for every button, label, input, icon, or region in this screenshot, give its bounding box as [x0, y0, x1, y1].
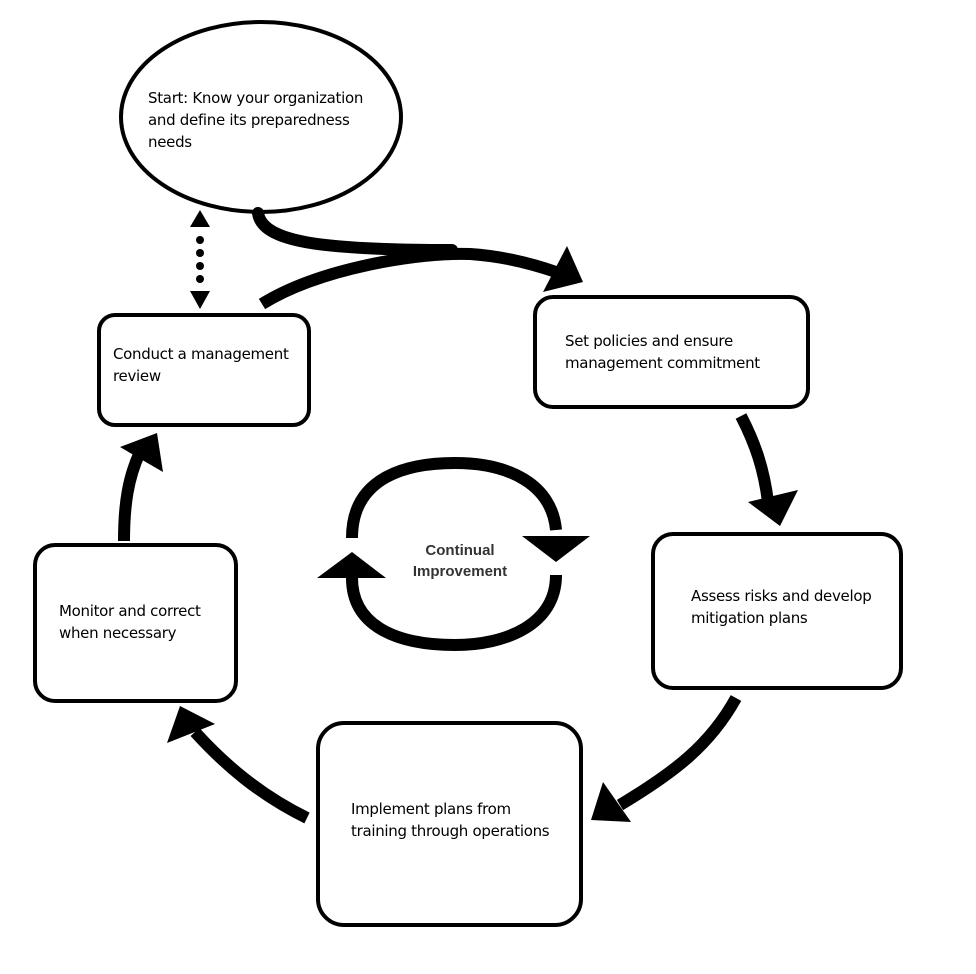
cycle-bottom-arc [346, 574, 562, 652]
box-monitor [33, 543, 238, 703]
connector-policies-to-assess [735, 413, 774, 503]
box-review [97, 313, 311, 427]
center-label-line: Continual [425, 542, 495, 559]
center-label-line: Improvement [412, 563, 508, 580]
connector-start-to-policies [252, 207, 458, 256]
connector-implement-to-monitor [190, 727, 310, 824]
implement-label: Implement plans from training through op… [351, 798, 550, 842]
start-label: Start: Know your organization and define… [148, 87, 363, 153]
start-label-line: needs [148, 133, 192, 151]
policies-label-line: Set policies and ensure [565, 332, 733, 350]
review-label: Conduct a management review [113, 343, 289, 387]
dotted-arrowhead-down [190, 291, 210, 309]
review-label-line: review [113, 367, 161, 385]
implement-label-line: training through operations [351, 822, 550, 840]
continual-improvement-label: Continual Improvement [395, 540, 525, 582]
box-assess [651, 532, 903, 690]
review-label-line: Conduct a management [113, 345, 289, 363]
connector-review-to-policies [258, 247, 558, 310]
arrowhead-review [120, 433, 163, 472]
arrowhead-implement [591, 782, 631, 822]
arrowhead-assess [748, 490, 798, 526]
assess-label-line: mitigation plans [691, 609, 808, 627]
arrowhead-policies [543, 246, 583, 292]
start-label-line: Start: Know your organization [148, 89, 364, 107]
cycle-arrowhead-left [317, 552, 386, 578]
box-policies [533, 295, 810, 409]
monitor-label-line: Monitor and correct [59, 602, 201, 620]
implement-label-line: Implement plans from [351, 800, 511, 818]
monitor-label-line: when necessary [59, 624, 177, 642]
policies-label: Set policies and ensure management commi… [565, 330, 760, 374]
box-implement [316, 721, 583, 927]
start-label-line: and define its preparedness [148, 111, 350, 129]
assess-label-line: Assess risks and develop [691, 587, 872, 605]
connector-monitor-to-review [118, 449, 146, 542]
assess-label: Assess risks and develop mitigation plan… [691, 585, 872, 629]
cycle-arrowhead-right [522, 536, 590, 562]
monitor-label: Monitor and correct when necessary [59, 600, 201, 644]
arrowhead-monitor [167, 706, 215, 743]
policies-label-line: management commitment [565, 354, 760, 372]
dotted-line [196, 236, 204, 283]
dotted-arrowhead-up [190, 210, 210, 227]
cycle-top-arc [346, 456, 562, 539]
connector-assess-to-implement [616, 695, 742, 811]
